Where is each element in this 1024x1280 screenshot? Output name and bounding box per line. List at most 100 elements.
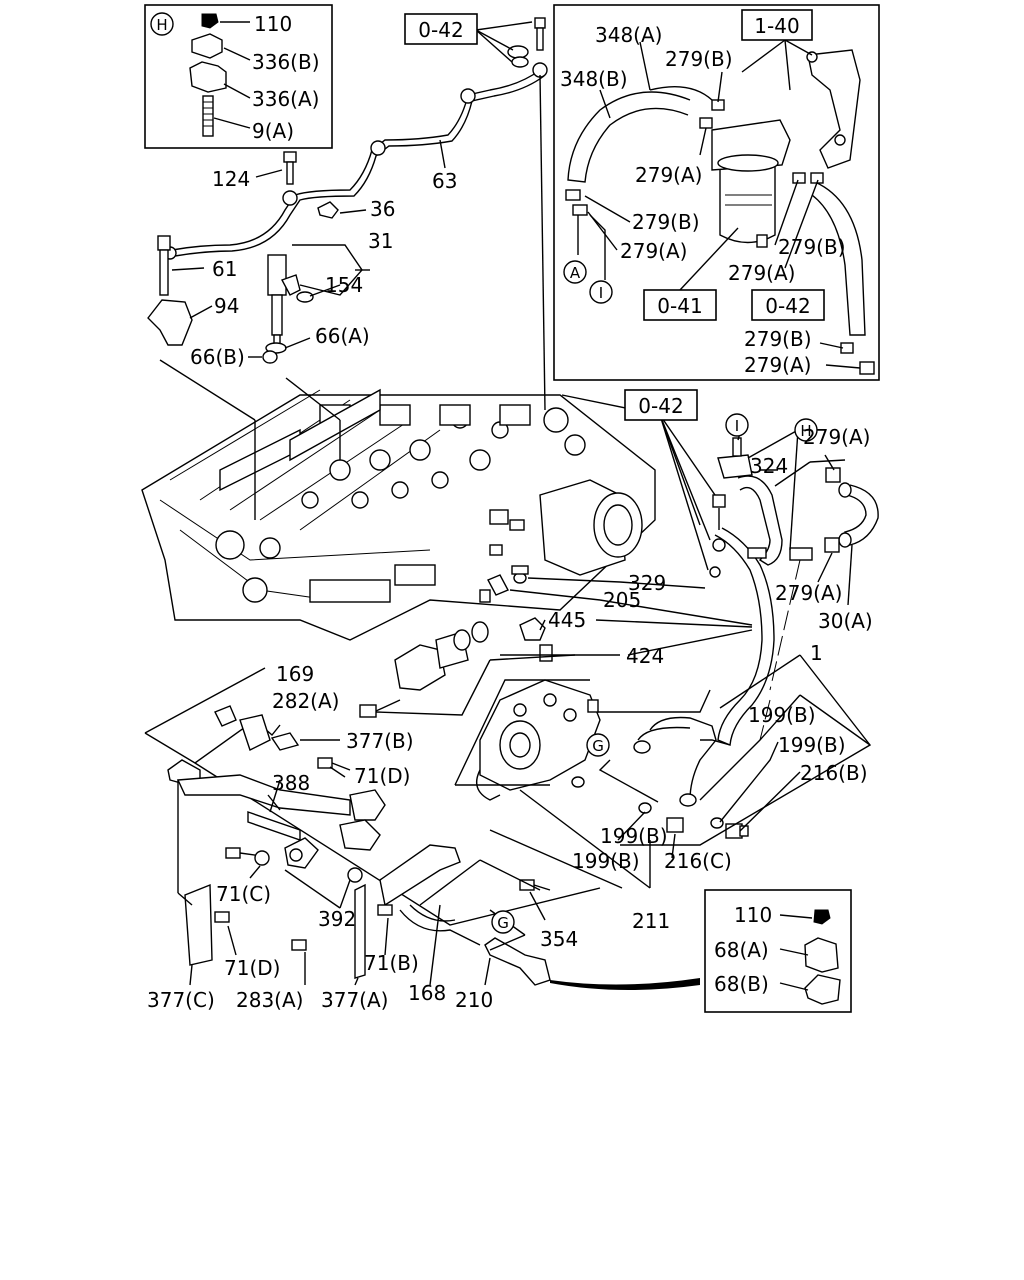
hose-right [811,181,866,336]
bracket-168-icon [379,844,461,907]
label-9a: 9(A) [252,119,294,143]
svg-text:0-42: 0-42 [638,394,683,418]
label-31: 31 [368,229,393,253]
label-348a: 348(A) [595,23,662,47]
label-168: 168 [408,981,446,1005]
label-199b-1: 199(B) [748,703,816,727]
label-211: 211 [632,909,670,933]
control-valve-icon [394,644,446,691]
label-324: 324 [750,454,788,478]
label-30a: 30(A) [818,609,873,633]
label-63: 63 [432,169,457,193]
label-377b: 377(B) [346,729,414,753]
label-377c: 377(C) [147,988,215,1012]
label-71b: 71(B) [364,951,419,975]
label-199b-2: 199(B) [778,733,846,757]
svg-text:0-41: 0-41 [657,294,702,318]
injector-icon [267,254,287,296]
label-388: 388 [272,771,310,795]
label-216c: 216(C) [664,849,732,873]
label-216b: 216(B) [800,761,868,785]
nut-g-icon [813,909,831,925]
label-68a: 68(A) [714,938,769,962]
label-348b: 348(B) [560,67,628,91]
label-110-bottom: 110 [734,903,772,927]
label-279a-5: 279(A) [803,425,870,449]
svg-text:A: A [570,264,581,282]
svg-text:0-42: 0-42 [765,294,810,318]
label-279a-2: 279(A) [620,239,687,263]
stud-icon [202,95,214,137]
label-71d-2: 71(D) [224,956,280,980]
label-377a: 377(A) [321,988,388,1012]
label-279a-3: 279(A) [728,261,795,285]
label-354: 354 [540,927,578,951]
connector-arrow [550,978,700,991]
label-282a: 282(A) [272,689,339,713]
nut-icon [201,13,219,29]
clamp-b-icon [191,33,223,59]
circle-g-lower: G [491,910,515,934]
ref-box-0-42-right: 0-42 [751,289,825,321]
label-71d-1: 71(D) [354,764,410,788]
circle-h-inset: H [150,12,174,36]
label-66a: 66(A) [315,324,370,348]
label-279b-2: 279(B) [632,210,700,234]
label-279b-3: 279(B) [778,235,846,259]
svg-text:I: I [599,284,603,302]
label-279b-1: 279(B) [665,47,733,71]
return-pipe [714,527,775,747]
bracket-377c-plate-icon [184,883,213,966]
hose-348b [567,91,691,183]
label-94: 94 [214,294,239,318]
svg-text:G: G [497,914,509,932]
svg-text:0-42: 0-42 [418,18,463,42]
label-124: 124 [212,167,250,191]
cylinder-head [141,388,656,641]
label-36: 36 [370,197,395,221]
clamp-68b-icon [804,974,841,1005]
label-1: 1 [810,641,823,665]
label-279a-1: 279(A) [635,163,702,187]
ref-box-0-42-mid: 0-42 [624,389,698,421]
label-71c: 71(C) [216,882,271,906]
clamp-94-icon [147,299,193,346]
part-labels: 110 336(B) 336(A) 9(A) 124 36 63 31 154 … [147,12,873,1012]
svg-text:I: I [735,417,739,435]
clip-324-icon [717,454,753,479]
svg-text:H: H [800,422,811,440]
label-279a-6: 279(A) [775,581,842,605]
return-pipe-branch [649,716,717,801]
label-68b: 68(B) [714,972,769,996]
label-329: 329 [628,571,666,595]
circle-i-inset: I [589,280,613,304]
label-66b: 66(B) [190,345,245,369]
circle-h-mid: H [794,418,818,442]
label-169: 169 [276,662,314,686]
circle-a: A [563,260,587,284]
label-110-top: 110 [254,12,292,36]
svg-text:1-40: 1-40 [754,14,799,38]
svg-text:H: H [156,16,167,34]
label-210: 210 [455,988,493,1012]
injection-pump-icon [479,679,601,791]
label-283a: 283(A) [236,988,303,1012]
label-279b-4: 279(B) [744,327,812,351]
svg-text:G: G [592,737,604,755]
label-61: 61 [212,257,237,281]
fuel-filter-icon [719,159,776,244]
label-424: 424 [626,644,664,668]
label-336b: 336(B) [252,50,320,74]
ref-box-1-40: 1-40 [741,9,813,41]
circle-g-mid: G [586,733,610,757]
clamp-36-icon [317,201,339,219]
label-279a-4: 279(A) [744,353,811,377]
label-392: 392 [318,907,356,931]
label-199b-3: 199(B) [600,824,668,848]
clamp-a-icon [189,61,227,93]
circle-i-mid: I [725,413,749,437]
bracket-icon [807,49,861,169]
clamp-68a-icon [804,937,839,973]
